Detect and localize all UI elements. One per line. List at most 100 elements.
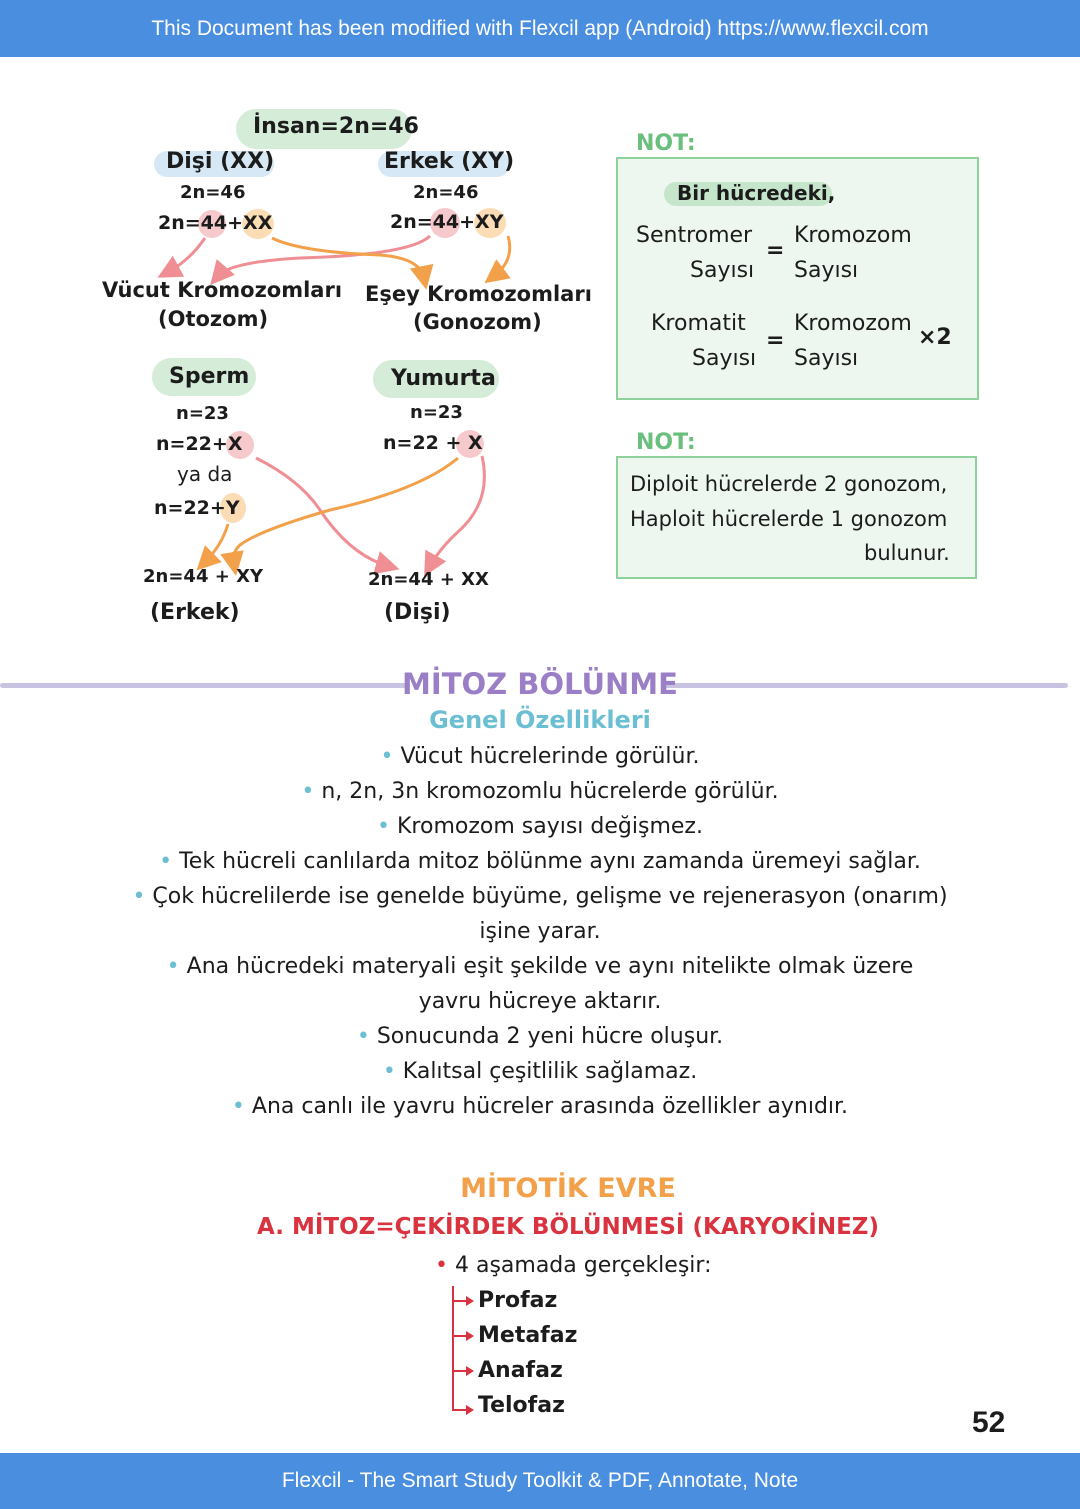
bullet-text: Sonucunda 2 yeni hücre oluşur. [376, 1024, 724, 1049]
mitoz-bullet: • n, 2n, 3n kromozomlu hücrelerde görülü… [0, 779, 1080, 804]
bullet-dot: • [382, 1059, 403, 1084]
note1-subtitle-pill [664, 182, 832, 206]
bullet-dot: • [435, 1253, 455, 1278]
diagram-title: İnsan=2n=46 [253, 114, 419, 139]
sperm-y-formula: n=22+Y [154, 497, 240, 519]
bottom-banner: Flexcil - The Smart Study Toolkit & PDF,… [0, 1453, 1080, 1509]
mitoz-title: MİTOZ BÖLÜNME [402, 667, 678, 701]
result-male: 2n=44 + XY [143, 566, 263, 587]
egg-n: n=23 [410, 402, 463, 423]
female-label: Dişi (XX) [166, 149, 275, 174]
bullet-text: Kalıtsal çeşitlilik sağlamaz. [402, 1059, 698, 1084]
section-divider-right [664, 683, 1068, 688]
phase-telofaz: Telofaz [478, 1393, 565, 1418]
bullet-dot: • [377, 814, 397, 839]
bullet-text: Vücut hücrelerinde görülür. [400, 744, 700, 769]
bullet-text: n, 2n, 3n kromozomlu hücrelerde görülür. [321, 779, 779, 804]
result-female: 2n=44 + XX [368, 569, 489, 590]
sperm-x-highlight [226, 431, 254, 459]
sperm-y: Y [225, 497, 240, 519]
note1-heading: NOT: [636, 131, 696, 156]
note1-row2-mult: ×2 [918, 325, 952, 350]
male-sex-highlight [474, 208, 506, 238]
phase-profaz: Profaz [478, 1288, 558, 1313]
sperm-y-prefix: n=22+ [154, 497, 226, 519]
bullet-dot: • [380, 744, 401, 769]
female-sex: XX [243, 212, 273, 234]
body-chromosomes: Vücut Kromozomları [102, 278, 343, 302]
female-formula: 2n=44+XX [158, 212, 272, 234]
note2-line2: Haploit hücrelerde 1 gonozom [630, 507, 948, 531]
bullet-text: Tek hücreli canlılarda mitoz bölünme ayn… [179, 849, 921, 874]
note1-row1-left-a: Sentromer [636, 223, 753, 248]
egg-pill [373, 360, 499, 398]
mitotik-intro: • 4 aşamada gerçekleşir: [435, 1253, 711, 1278]
note1-row1-eq: = [766, 238, 785, 263]
female-sex-highlight [242, 209, 274, 239]
sperm-x-formula: n=22+X [156, 433, 242, 455]
bullet-text: Çok hücrelilerde ise genelde büyüme, gel… [152, 884, 948, 909]
note1-row2-right-b: Sayısı [794, 346, 859, 371]
mitotik-intro-text: 4 aşamada gerçekleşir: [454, 1253, 712, 1278]
male-2n: 2n=46 [413, 182, 479, 203]
egg-x-highlight [456, 430, 484, 458]
sex-chromosomes-sub: (Gonozom) [413, 310, 542, 334]
phase-anafaz: Anafaz [478, 1358, 563, 1383]
egg-x: X [468, 432, 483, 454]
note1-row2-right-a: Kromozom [794, 311, 912, 336]
sperm-n: n=23 [176, 403, 229, 424]
mitoz-bullet: • Ana canlı ile yavru hücreler arasında … [0, 1094, 1080, 1119]
male-plus: + [459, 211, 476, 233]
mitotik-section-a: A. MİTOZ=ÇEKİRDEK BÖLÜNMESİ (KARYOKİNEZ) [257, 1214, 879, 1240]
note2-line3: bulunur. [864, 541, 950, 565]
female-2n: 2n=46 [180, 182, 246, 203]
note1-row1-right-a: Kromozom [794, 223, 912, 248]
mitotik-title: MİTOTİK EVRE [460, 1173, 676, 1204]
body-chromosomes-sub: (Otozom) [158, 307, 269, 331]
bullet-dot: • [166, 954, 187, 979]
mitoz-bullet-continuation: işine yarar. [479, 919, 601, 944]
egg-label: Yumurta [391, 366, 496, 391]
note1-row2-left-b: Sayısı [692, 346, 757, 371]
female-plus: + [227, 212, 244, 234]
sperm-x-prefix: n=22+ [156, 433, 228, 455]
egg-x-formula: n=22 + X [383, 432, 483, 454]
note1-row2-left-a: Kromatit [651, 311, 746, 336]
bullet-dot: • [356, 1024, 377, 1049]
sperm-or: ya da [177, 462, 233, 486]
female-auto: 44 [200, 212, 228, 234]
note2-line1: Diploit hücrelerde 2 gonozom, [630, 472, 948, 496]
female-formula-prefix: 2n= [158, 212, 201, 234]
mitoz-bullet: • Ana hücredeki materyali eşit şekilde v… [0, 954, 1080, 979]
bullet-dot: • [301, 779, 322, 804]
mitoz-bullet-continuation: yavru hücreye aktarır. [418, 989, 662, 1014]
mitoz-bullet: • Kalıtsal çeşitlilik sağlamaz. [0, 1059, 1080, 1084]
note1-subtitle: Bir hücredeki, [677, 181, 836, 205]
male-auto: 44 [432, 211, 460, 233]
note1-row1-right-b: Sayısı [794, 258, 859, 283]
result-male-label: (Erkek) [150, 600, 240, 625]
male-pill [378, 151, 510, 177]
bullet-dot: • [231, 1094, 252, 1119]
mitoz-bullet: • Vücut hücrelerinde görülür. [0, 744, 1080, 769]
sperm-y-highlight [220, 493, 246, 523]
result-female-label: (Dişi) [384, 600, 451, 625]
note1-row2-eq: = [766, 328, 785, 353]
mitoz-subtitle: Genel Özellikleri [429, 706, 651, 734]
male-formula: 2n=44+XY [390, 211, 503, 233]
mitoz-bullet: • Tek hücreli canlılarda mitoz bölünme a… [0, 849, 1080, 874]
mitoz-bullet: • Çok hücrelilerde ise genelde büyüme, g… [0, 884, 1080, 909]
male-formula-prefix: 2n= [390, 211, 433, 233]
note2-heading: NOT: [636, 430, 696, 455]
top-banner: This Document has been modified with Fle… [0, 0, 1080, 57]
sperm-pill [152, 358, 256, 396]
bullet-dot: • [132, 884, 153, 909]
male-sex: XY [475, 211, 504, 233]
bullet-dot: • [159, 849, 180, 874]
mitoz-bullet: • Kromozom sayısı değişmez. [0, 814, 1080, 839]
mitoz-bullet: • Sonucunda 2 yeni hücre oluşur. [0, 1024, 1080, 1049]
note2-box [616, 456, 977, 579]
sperm-label: Sperm [169, 364, 250, 389]
sperm-x: X [227, 433, 243, 455]
egg-x-prefix: n=22 + [383, 432, 462, 454]
